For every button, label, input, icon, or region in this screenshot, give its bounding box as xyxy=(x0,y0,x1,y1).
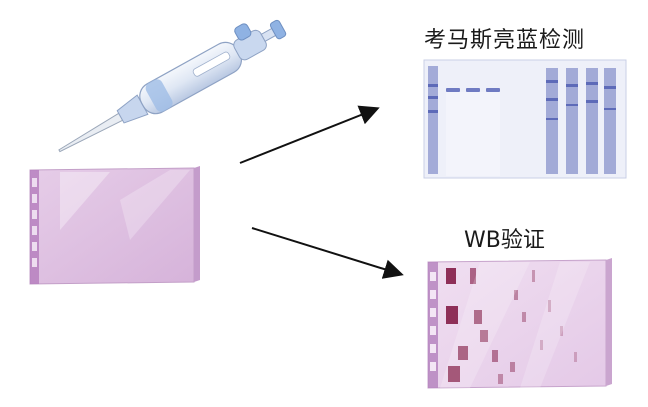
coomassie-gel xyxy=(423,59,627,179)
coomassie-label: 考马斯亮蓝检测 xyxy=(424,28,586,53)
wb-label: WB验证 xyxy=(464,228,545,253)
arrow-to-coomassie xyxy=(239,105,380,164)
source-gel xyxy=(29,166,200,285)
pipette-icon xyxy=(58,19,287,153)
wb-membrane xyxy=(427,258,612,389)
arrow-to-wb xyxy=(251,227,404,279)
